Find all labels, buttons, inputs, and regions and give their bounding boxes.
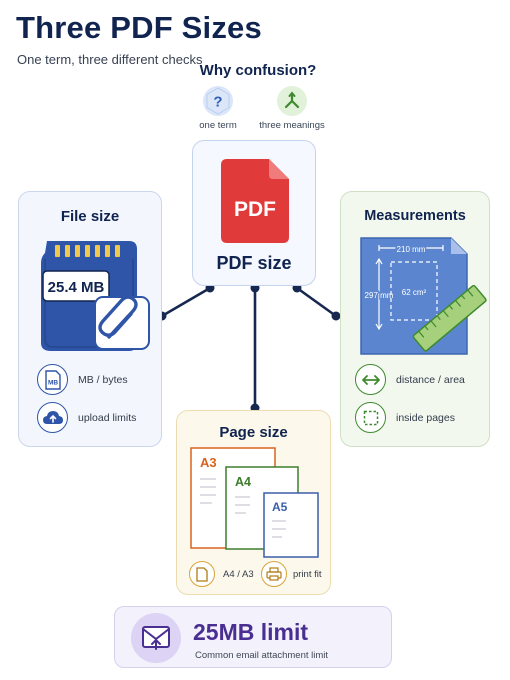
limit-caption: Common email attachment limit (195, 650, 329, 661)
sheet-label-a5: A5 (272, 500, 288, 514)
why-item-three-meanings: three meanings (252, 86, 332, 131)
page-size-feature-a4a3: A4 / A3 (189, 561, 254, 587)
feature-label: upload limits (78, 411, 137, 424)
pdf-file-icon: PDF (221, 159, 289, 243)
measurements-feature-inside: inside pages (355, 402, 455, 433)
measurements-title: Measurements (364, 208, 466, 224)
limit-headline: 25MB limit (193, 619, 309, 645)
feature-label: MB / bytes (78, 373, 128, 386)
why-confusion-heading: Why confusion? (199, 62, 317, 79)
feature-label: distance / area (396, 373, 465, 386)
area-label: 62 cm² (402, 288, 427, 297)
why-item-label: three meanings (259, 120, 325, 131)
width-label: 210 mm (397, 245, 426, 254)
double-arrow-icon (355, 364, 386, 395)
printer-icon (261, 561, 287, 587)
feature-label: inside pages (396, 411, 455, 424)
measurements-card: Measurements 210 mm 297 mm 62 cm² (340, 191, 490, 447)
file-size-feature-upload: upload limits (37, 402, 136, 433)
sheet-label-a3: A3 (200, 455, 217, 470)
split-arrows-icon (277, 86, 307, 116)
measured-page-illustration: 210 mm 297 mm 62 cm² (359, 236, 487, 358)
file-size-feature-mb: MB MB / bytes (37, 364, 128, 395)
paper-sheets-illustration: A3 A4 A5 (190, 447, 320, 559)
svg-text:MB: MB (47, 379, 57, 386)
email-limit-banner: 25MB limit Common email attachment limit (114, 606, 392, 668)
file-size-card: File size 25.4 MB (18, 191, 162, 447)
sd-card-icon: 25.4 MB (33, 239, 153, 355)
why-item-one-term: ? one term (178, 86, 258, 131)
ruler-icon (412, 284, 487, 352)
mb-file-icon: MB (37, 364, 68, 395)
page-size-card: Page size A3 A4 A5 A4 / A3 (176, 410, 331, 595)
email-upload-icon (131, 613, 181, 663)
sheet-label-a4: A4 (235, 475, 251, 489)
paperclip-icon (98, 295, 138, 339)
svg-text:?: ? (213, 94, 222, 111)
document-icon (189, 561, 215, 587)
pdf-size-label: PDF size (216, 253, 292, 273)
pdf-size-card: PDF PDF size (192, 140, 316, 286)
file-size-value: 25.4 MB (48, 279, 105, 296)
cloud-upload-icon (37, 402, 68, 433)
measurements-feature-distance: distance / area (355, 364, 465, 395)
file-size-title: File size (60, 208, 120, 225)
why-item-label: one term (199, 120, 237, 131)
page-size-title: Page size (219, 424, 288, 441)
dashed-square-icon (355, 402, 386, 433)
height-label: 297 mm (365, 291, 394, 300)
page-subtitle: One term, three different checks (17, 52, 203, 67)
feature-label: print fit (293, 568, 322, 580)
question-icon: ? (203, 86, 233, 116)
feature-label: A4 / A3 (223, 568, 254, 580)
pdf-badge-text: PDF (234, 198, 276, 221)
page-size-feature-print: print fit (261, 561, 322, 587)
page-title: Three PDF Sizes (16, 10, 262, 45)
